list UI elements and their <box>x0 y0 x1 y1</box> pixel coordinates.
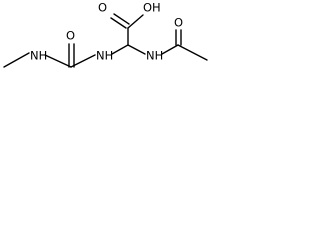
urea-amine-label: NH <box>96 49 113 63</box>
bonds <box>3 13 208 68</box>
acetyl-oxygen-label: O <box>174 16 183 30</box>
bond-acetyl-carbon-methyl <box>177 44 208 61</box>
bond-carboxyl-carbon-oxygen-a <box>110 17 127 29</box>
chemical-structure-diagram: OH O O O NH NH NH <box>3 1 208 68</box>
bond-urea-carbon-nh <box>70 54 96 68</box>
bond-alpha-carbon-nh-acetyl <box>127 44 146 55</box>
urea-oxygen-label: O <box>66 29 75 43</box>
bond-carboxyl-carbon-oxygen-b <box>113 13 130 25</box>
carboxyl-oxygen-label: O <box>98 1 107 15</box>
bond-methyl-nh <box>3 52 30 68</box>
hydroxyl-label: OH <box>143 1 161 15</box>
bond-nh-alpha-carbon <box>111 44 129 55</box>
bond-carboxyl-carbon-hydroxyl <box>127 14 144 29</box>
atom-labels: OH O O O NH NH NH <box>30 1 183 63</box>
bond-nh-urea-carbon <box>44 54 72 68</box>
acetyl-amine-label: NH <box>146 49 163 63</box>
methyl-amine-label: NH <box>30 49 47 63</box>
bond-nh-acetyl-carbon <box>161 44 179 55</box>
